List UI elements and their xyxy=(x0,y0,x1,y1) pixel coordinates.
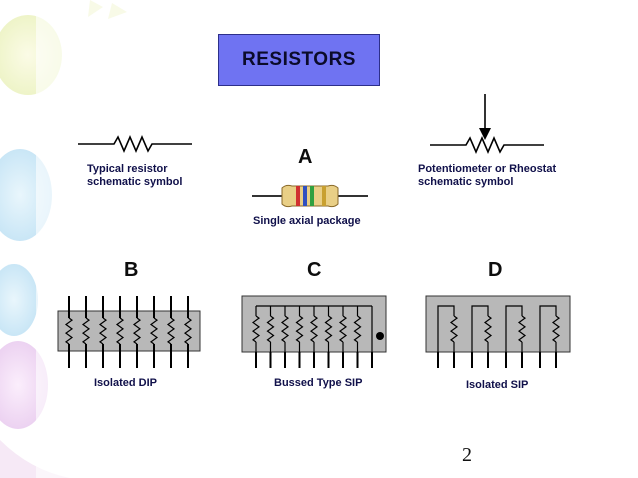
bussed-caption: Bussed Type SIP xyxy=(274,377,363,389)
isolated-sip-lead xyxy=(539,305,557,352)
isolated-sip-lead xyxy=(505,305,523,352)
bussed-sip-diagram xyxy=(241,295,387,368)
pot-caption-line-1: Potentiometer or Rheostat xyxy=(418,163,557,175)
resistor-element xyxy=(280,315,290,343)
typical-resistor-caption: Typical resistor schematic symbol xyxy=(87,163,182,189)
resistor-element xyxy=(266,315,275,343)
page-number: 2 xyxy=(462,444,472,466)
resistor-element xyxy=(517,315,527,343)
potentiometer-caption: Potentiometer or Rheostat schematic symb… xyxy=(418,163,556,189)
resistor-element xyxy=(551,315,561,343)
resistor-symbol-icon xyxy=(78,134,192,154)
label-c: C xyxy=(307,259,322,281)
resistor-element xyxy=(64,317,74,345)
isolated-sip-lead xyxy=(471,305,489,352)
resistor-element xyxy=(324,315,333,343)
title-box: RESISTORS xyxy=(218,34,380,86)
resistor-element xyxy=(149,317,159,345)
dip-package-body xyxy=(57,310,201,352)
potentiometer-symbol-icon xyxy=(430,94,544,155)
resistor-element xyxy=(166,317,176,345)
axial-resistor-icon xyxy=(252,184,368,208)
resistor-element xyxy=(309,315,319,343)
isolated-sip-diagram xyxy=(425,295,571,368)
resistor-element xyxy=(81,317,91,345)
pin1-marker-dot xyxy=(376,332,384,340)
isolated-sip-lead xyxy=(437,305,455,352)
label-d: D xyxy=(488,259,503,281)
resistor-element xyxy=(295,315,304,343)
pot-caption-line-2: schematic symbol xyxy=(418,176,514,188)
resistor-element xyxy=(183,317,193,345)
resistor-element xyxy=(132,317,142,345)
typical-caption-line-1: Typical resistor xyxy=(87,163,168,175)
label-b: B xyxy=(124,259,139,281)
typical-caption-line-2: schematic symbol xyxy=(87,176,183,188)
resistor-element xyxy=(98,317,108,345)
label-a: A xyxy=(298,146,313,168)
title-text: RESISTORS xyxy=(242,49,356,70)
dip-caption: Isolated DIP xyxy=(94,377,157,389)
isolated-sip-package-body xyxy=(425,295,571,353)
resistor-element xyxy=(449,315,459,343)
isolated-dip-diagram xyxy=(57,296,201,368)
resistor-element xyxy=(338,315,348,343)
resistor-element xyxy=(483,315,493,343)
axial-caption: Single axial package xyxy=(253,215,361,227)
resistor-element xyxy=(353,315,362,343)
isolated-sip-caption: Isolated SIP xyxy=(466,379,529,391)
resistor-element xyxy=(115,317,125,345)
resistor-element xyxy=(251,315,261,343)
